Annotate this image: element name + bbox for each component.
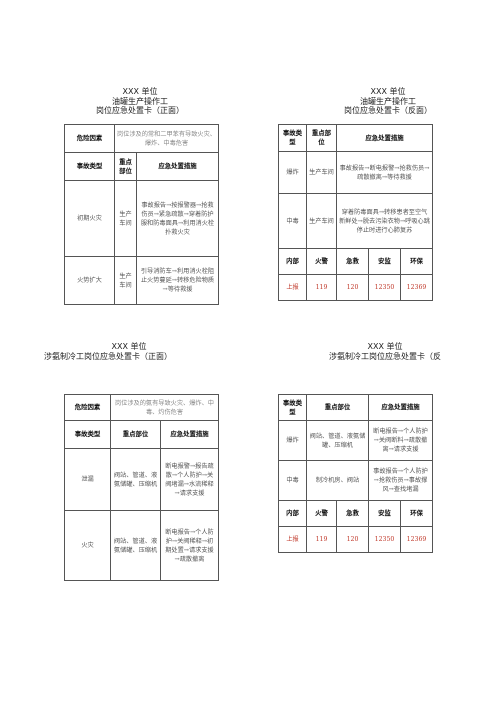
row-type: 中毒 [278, 460, 307, 501]
row-measure: 断电报警→报告疏散→个人防护→关阀堵漏→水流稀释→请求支援 [160, 448, 219, 511]
contact-values-row: 上报 119 120 12350 12369 [278, 526, 433, 553]
header-part: 重点部位 [110, 420, 161, 449]
header-measure: 应急处置措施 [368, 394, 433, 421]
header-type: 事故类型 [278, 124, 307, 152]
table-row: 中毒 制冷机房、阀站 事故报告→个人防护→抢救伤员→事故撑风→查找堵漏 [278, 460, 433, 501]
contact-label: 安监 [368, 248, 401, 275]
row-type: 火势扩大 [64, 256, 115, 305]
emergency-table: 危险因素 岗位涉及的氨有导致火灾、爆炸、中毒、灼伤危害 事故类型 重点部位 应急… [64, 394, 219, 581]
row-part: 生产车间 [306, 193, 337, 249]
row-type: 爆炸 [278, 151, 307, 194]
row-measure: 事故报告→按报警器→抢救伤员→紧急疏散→穿着防护服和防毒面具→利用消火栓扑救火灾 [136, 180, 219, 257]
contact-label: 安监 [368, 500, 401, 527]
row-part: 生产车间 [306, 151, 337, 194]
hazard-label: 危险因素 [64, 124, 115, 153]
contact-label: 环保 [399, 248, 434, 275]
header-type: 事故类型 [278, 394, 307, 421]
row-type: 中毒 [278, 193, 307, 249]
header-part: 重点部位 [306, 394, 369, 421]
contact-value: 12369 [400, 526, 433, 553]
card-title: XXX 单位 油罐生产操作工 岗位应急处置卡（正面） [96, 87, 184, 115]
row-type: 初期火灾 [64, 180, 115, 257]
contact-value: 119 [306, 526, 337, 553]
contact-value: 12369 [399, 274, 434, 301]
row-measure: 穿着防毒面具→转移患者至空气新鲜处→脱去污染衣物→呼吸心跳停止时进行心肺复苏 [335, 193, 434, 249]
contact-value: 12350 [368, 526, 401, 553]
contact-label: 内部 [278, 500, 307, 527]
table-row: 爆炸 阀站、管道、液氨储罐、压缩机 断电报告→个人防护→关阀断料→疏散撤离→请求… [278, 420, 433, 461]
row-part: 阀站、管道、液氨储罐、压缩机 [110, 448, 161, 511]
header-type: 事故类型 [64, 420, 111, 449]
contact-labels-row: 内部 火警 急救 安监 环保 [278, 248, 434, 275]
card-title: XXX 单位 涉氨制冷工岗位应急处置卡（反 [329, 342, 441, 361]
table-row: 爆炸 生产车间 事故报告→断电报警→抢救伤员→疏散撤离→等待救援 [278, 151, 434, 194]
contact-values-row: 上报 119 120 12350 12369 [278, 274, 434, 301]
contact-label: 火警 [306, 248, 337, 275]
contact-value: 120 [336, 526, 369, 553]
header-part: 重点部位 [306, 124, 337, 152]
contact-value: 12350 [368, 274, 401, 301]
contact-label: 环保 [400, 500, 433, 527]
contact-labels-row: 内部 火警 急救 安监 环保 [278, 500, 433, 527]
table-row: 泄漏 阀站、管道、液氨储罐、压缩机 断电报警→报告疏散→个人防护→关阀堵漏→水流… [64, 448, 219, 511]
hazard-text: 岗位涉及的氨有导致火灾、爆炸、中毒、灼伤危害 [110, 394, 219, 421]
row-measure: 事故报告→个人防护→抢救伤员→事故撑风→查找堵漏 [368, 460, 433, 501]
header-part: 重点部位 [114, 152, 137, 181]
header-measure: 应急处置措施 [160, 420, 219, 449]
row-part: 制冷机房、阀站 [306, 460, 369, 501]
header-measure: 应急处置措施 [335, 124, 434, 152]
contact-label: 火警 [306, 500, 337, 527]
contact-label: 急救 [336, 248, 369, 275]
contact-value: 119 [306, 274, 337, 301]
row-measure: 事故报告→断电报警→抢救伤员→疏散撤离→等待救援 [335, 151, 434, 194]
row-part: 阀站、管道、液氨储罐、压缩机 [110, 510, 161, 581]
emergency-table: 事故类型 重点部位 应急处置措施 爆炸 阀站、管道、液氨储罐、压缩机 断电报告→… [278, 394, 433, 553]
row-measure: 断电报告→个人防护→关阀断料→疏散撤离→请求支援 [368, 420, 433, 461]
hazard-text: 岗位涉及的常和二甲苯有导致火灾、爆炸、中毒危害 [114, 124, 219, 153]
row-part: 生产车间 [114, 256, 137, 305]
header-measure: 应急处置措施 [136, 152, 219, 181]
table-row: 初期火灾 生产车间 事故报告→按报警器→抢救伤员→紧急疏散→穿着防护服和防毒面具… [64, 180, 219, 257]
row-part: 生产车间 [114, 180, 137, 257]
contact-label: 急救 [336, 500, 369, 527]
table-row: 火势扩大 生产车间 引导消防车→利用消火栓阻止火势蔓延→转移危险物质→等待救援 [64, 256, 219, 305]
card-title: XXX 单位 油罐生产操作工 岗位应急处置卡（反面） [344, 87, 432, 115]
emergency-table: 危险因素 岗位涉及的常和二甲苯有导致火灾、爆炸、中毒危害 事故类型 重点部位 应… [64, 124, 219, 305]
table-row: 中毒 生产车间 穿着防毒面具→转移患者至空气新鲜处→脱去污染衣物→呼吸心跳停止时… [278, 193, 434, 249]
row-type: 爆炸 [278, 420, 307, 461]
header-type: 事故类型 [64, 152, 115, 181]
row-measure: 断电报告→个人防护→关阀稀释→初期处置→请求支援→疏散撤离 [160, 510, 219, 581]
contact-label: 内部 [278, 248, 307, 275]
contact-value: 上报 [278, 274, 307, 301]
row-part: 阀站、管道、液氨储罐、压缩机 [306, 420, 369, 461]
contact-value: 120 [336, 274, 369, 301]
contact-value: 上报 [278, 526, 307, 553]
row-type: 泄漏 [64, 448, 111, 511]
row-type: 火灾 [64, 510, 111, 581]
hazard-label: 危险因素 [64, 394, 111, 421]
row-measure: 引导消防车→利用消火栓阻止火势蔓延→转移危险物质→等待救援 [136, 256, 219, 305]
emergency-table: 事故类型 重点部位 应急处置措施 爆炸 生产车间 事故报告→断电报警→抢救伤员→… [278, 124, 434, 301]
table-row: 火灾 阀站、管道、液氨储罐、压缩机 断电报告→个人防护→关阀稀释→初期处置→请求… [64, 510, 219, 581]
card-title: XXX 单位 涉氨制冷工岗位应急处置卡（正面） [44, 342, 172, 361]
